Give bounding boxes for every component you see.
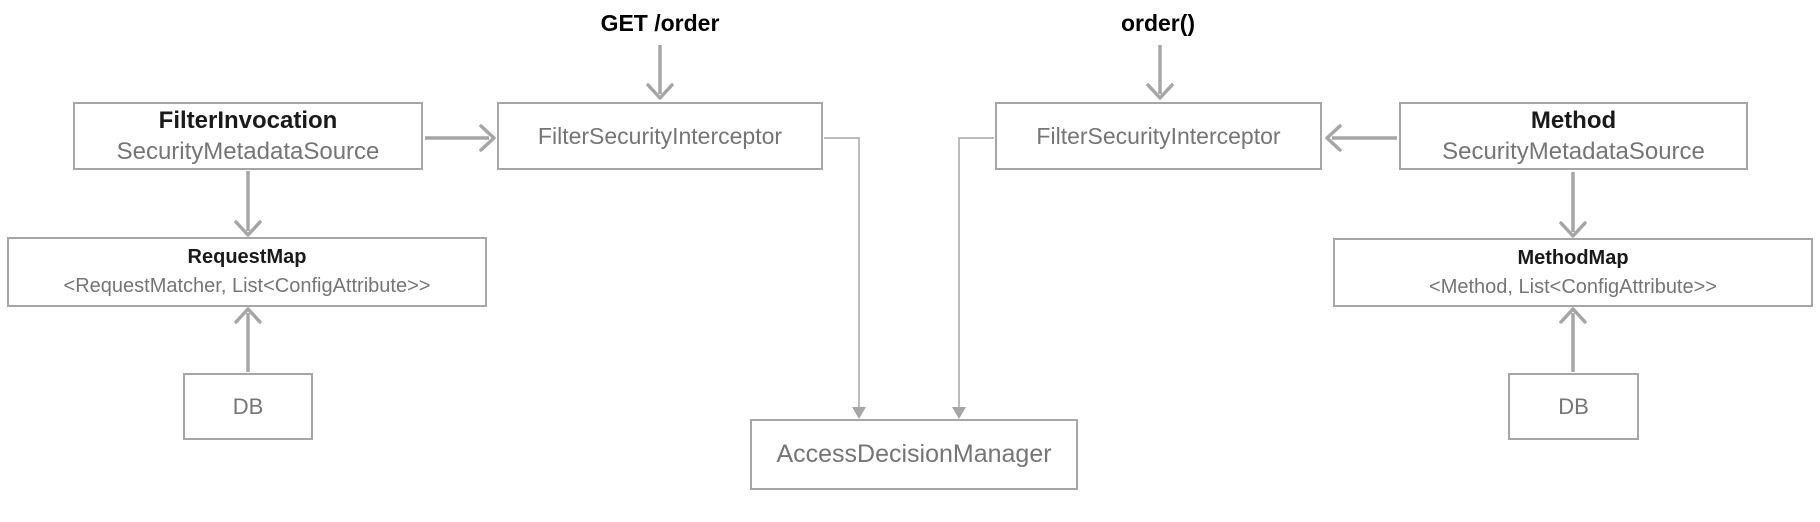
node-title: RequestMap [187, 246, 307, 268]
arrow-db-to-request-map [234, 307, 262, 372]
node-method-metadata-source: Method SecurityMetadataSource [1399, 102, 1748, 170]
node-filter-security-interceptor-web: FilterSecurityInterceptor [497, 102, 823, 170]
node-title: MethodMap [1517, 246, 1629, 269]
node-title: FilterInvocation [158, 107, 338, 134]
arrow-db-to-method-map [1559, 307, 1587, 372]
arrow-method-source-to-interceptor [1325, 124, 1397, 152]
node-access-decision-manager: AccessDecisionManager [750, 419, 1078, 490]
node-title: Method [1530, 107, 1617, 134]
node-db-method: DB [1508, 373, 1639, 440]
node-subtitle: SecurityMetadataSource [116, 138, 380, 165]
node-title: FilterSecurityInterceptor [537, 122, 783, 149]
label-method-call: order() [1120, 10, 1196, 36]
arrow-method-call-down [1146, 45, 1174, 100]
node-db-web: DB [183, 373, 313, 440]
arrow-invocation-source-to-interceptor [425, 124, 496, 152]
node-request-map: RequestMap <RequestMatcher, List<ConfigA… [7, 237, 487, 307]
node-subtitle: <Method, List<ConfigAttribute>> [1429, 275, 1717, 298]
label-http-request: GET /order [600, 10, 720, 36]
node-subtitle: <RequestMatcher, List<ConfigAttribute>> [63, 275, 431, 297]
node-title: AccessDecisionManager [776, 440, 1052, 468]
node-filter-invocation-metadata-source: FilterInvocation SecurityMetadataSource [73, 102, 423, 170]
arrow-http-request-down [646, 45, 674, 100]
node-subtitle: SecurityMetadataSource [1442, 138, 1705, 165]
connector-web-interceptor-to-adm [824, 137, 866, 419]
node-title: FilterSecurityInterceptor [1036, 122, 1281, 149]
node-title: DB [232, 393, 264, 419]
connector-method-interceptor-to-adm [952, 137, 994, 419]
node-method-map: MethodMap <Method, List<ConfigAttribute>… [1333, 238, 1813, 307]
arrow-invocation-source-to-request-map [234, 171, 262, 237]
arrow-method-source-to-method-map [1559, 172, 1587, 238]
node-filter-security-interceptor-method: FilterSecurityInterceptor [995, 102, 1322, 170]
node-title: DB [1558, 393, 1589, 419]
